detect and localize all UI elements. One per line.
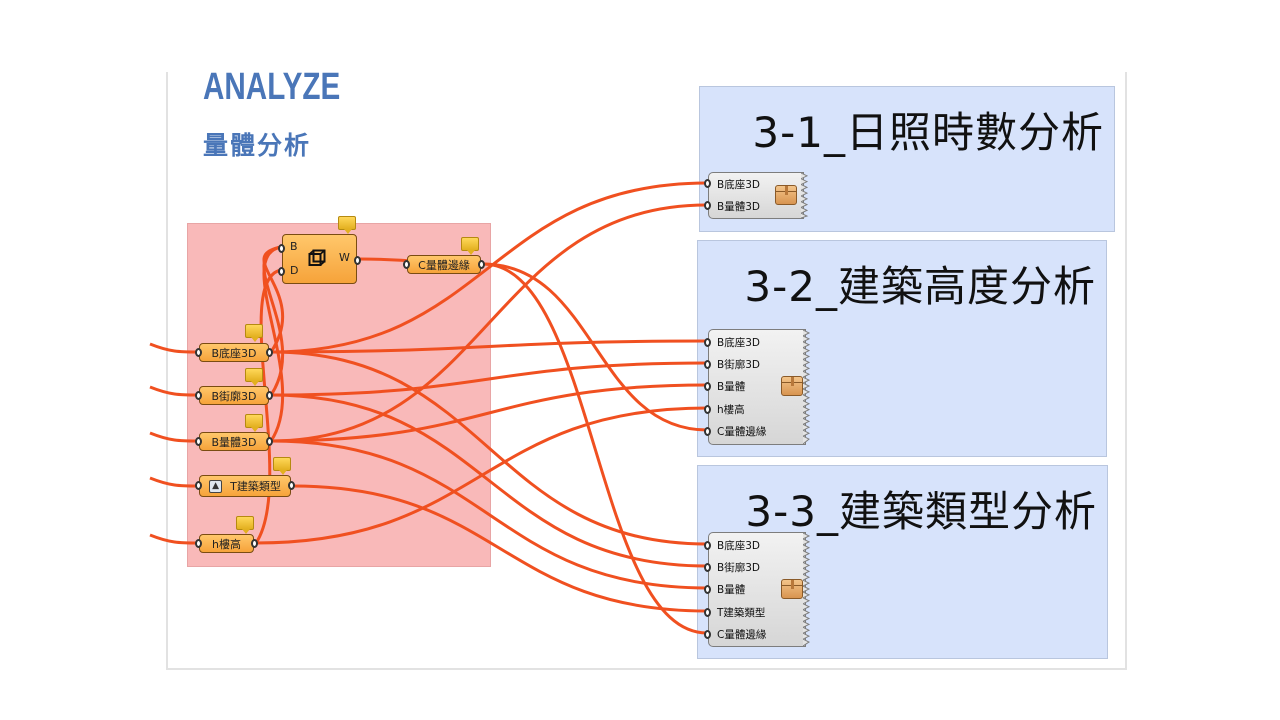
preview-flag[interactable] [236,516,254,534]
output-port[interactable] [478,259,485,269]
input-port[interactable] [704,608,711,617]
param-mass-3d[interactable]: B量體3D [195,432,273,451]
input-port[interactable] [704,563,711,572]
param-floor-height[interactable]: h樓高 [195,534,258,553]
group-title: 3-3_建築類型分析 [745,487,1097,536]
input-port[interactable] [704,201,711,210]
package-icon [775,185,797,205]
cluster-input-label: h樓高 [717,404,745,416]
input-port[interactable] [195,347,202,357]
preview-flag[interactable] [273,457,291,475]
target-group-sunlight[interactable]: 3-1_日照時數分析 [699,86,1115,232]
param-base-3d[interactable]: B底座3D [195,343,273,362]
preview-flag[interactable] [245,324,263,342]
output-port[interactable] [288,481,295,490]
group-title: 3-2_建築高度分析 [744,262,1096,311]
group-title: 3-1_日照時數分析 [752,108,1104,157]
cluster-input-label: B量體 [717,381,746,393]
cluster-edge [801,173,809,218]
input-port[interactable] [704,585,711,594]
output-w-label: W [339,251,350,264]
cluster-height[interactable]: B底座3D B街廓3D B量體 h樓高 C量體邊緣 [704,329,811,445]
cluster-input-label: B底座3D [717,179,760,191]
input-port[interactable] [195,436,202,446]
preview-flag[interactable] [461,237,479,255]
preview-flag[interactable] [245,368,263,386]
cluster-type[interactable]: B底座3D B街廓3D B量體 T建築類型 C量體邊緣 [704,532,811,647]
cluster-input-label: B街廓3D [717,359,760,371]
param-block-3d[interactable]: B街廓3D [195,386,273,405]
input-b-label: B [290,240,298,253]
output-port[interactable] [266,436,273,446]
cluster-edge [803,533,811,646]
param-label: B街廓3D [211,389,257,403]
param-building-type[interactable]: ▲ T建築類型 [195,475,295,497]
input-port[interactable] [704,427,711,436]
output-port[interactable] [266,390,273,400]
brep-wireframe-component[interactable]: B D W [278,234,361,284]
input-port[interactable] [704,630,711,639]
input-port[interactable] [195,538,202,548]
package-icon [781,579,803,599]
cluster-sunlight[interactable]: B底座3D B量體3D [704,172,809,219]
input-d-label: D [290,264,299,277]
input-port[interactable] [704,405,711,414]
page-subtitle: 量體分析 [203,131,312,160]
cluster-input-label: B量體 [717,584,746,596]
input-port[interactable] [704,360,711,369]
input-port[interactable] [403,259,410,269]
param-label: C量體邊緣 [418,258,470,272]
param-label: h樓高 [212,537,241,551]
box-brep-icon [308,249,326,266]
cluster-input-label: B量體3D [717,201,760,213]
input-port[interactable] [704,338,711,347]
input-port[interactable] [195,390,202,400]
input-port-d[interactable] [278,267,285,276]
cluster-input-label: C量體邊緣 [717,629,767,641]
input-port[interactable] [704,541,711,550]
cluster-edge [803,330,811,444]
up-arrow-icon: ▲ [209,479,223,493]
output-port-w[interactable] [354,256,361,265]
output-port[interactable] [266,347,273,357]
param-label: B底座3D [211,346,257,360]
cluster-input-label: B底座3D [717,540,760,552]
input-port-b[interactable] [278,244,285,253]
param-edge[interactable]: C量體邊緣 [403,255,485,274]
preview-flag[interactable] [338,216,356,234]
input-port[interactable] [195,481,202,490]
cluster-input-label: B街廓3D [717,562,760,574]
input-port[interactable] [704,382,711,391]
cluster-input-label: T建築類型 [717,607,766,619]
preview-flag[interactable] [245,414,263,432]
cluster-input-label: B底座3D [717,337,760,349]
param-label: T建築類型 [230,480,281,493]
output-port[interactable] [251,538,258,548]
param-label: B量體3D [211,435,257,449]
page-title: ANALYZE [203,66,341,108]
cluster-input-label: C量體邊緣 [717,426,767,438]
input-port[interactable] [704,179,711,188]
package-icon [781,376,803,396]
